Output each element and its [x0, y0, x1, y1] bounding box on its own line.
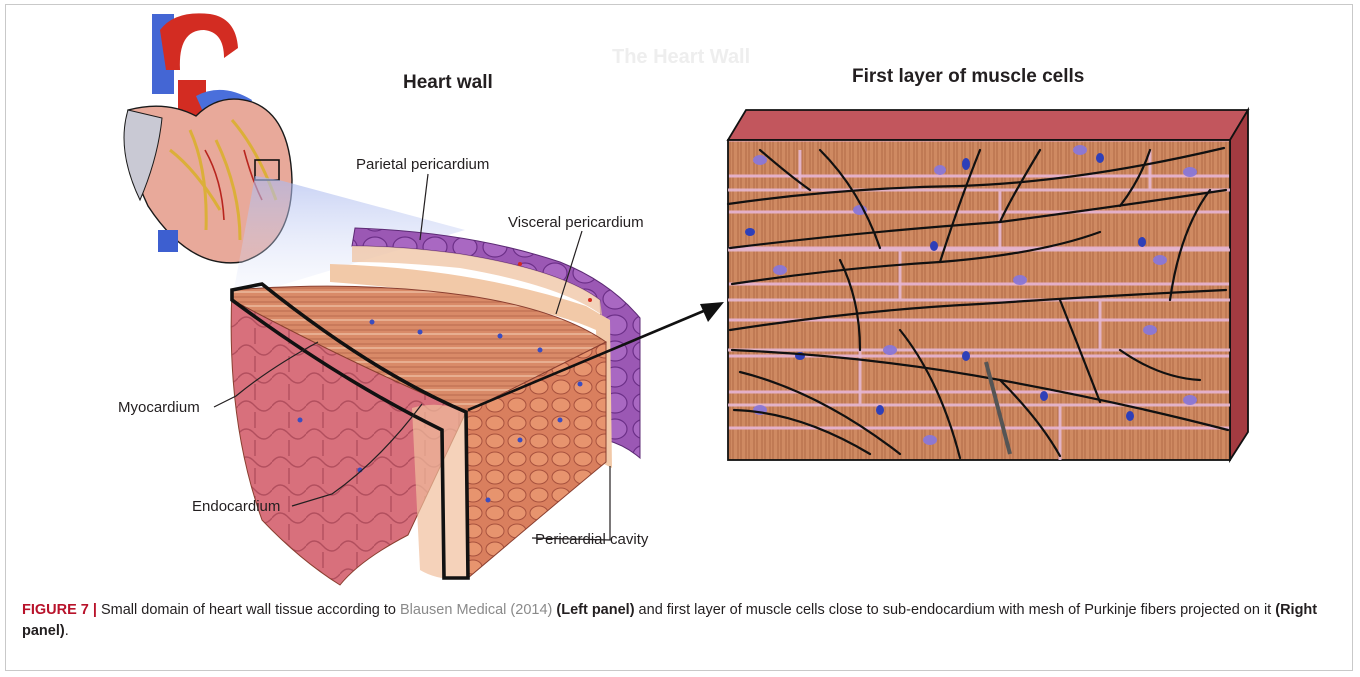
label-visceral-pericardium: Visceral pericardium: [508, 214, 644, 231]
label-endocardium: Endocardium: [192, 498, 280, 515]
caption-left-panel: (Left panel): [556, 602, 634, 618]
label-myocardium: Myocardium: [118, 399, 200, 416]
label-pericardial-cavity: Pericardial cavity: [535, 531, 648, 548]
left-panel-title: Heart wall: [403, 72, 493, 94]
muscle-cell-box: [728, 110, 1248, 460]
aortic-arch: [160, 13, 238, 70]
caption-figure-label: FIGURE 7 |: [22, 602, 97, 618]
right-panel-title: First layer of muscle cells: [852, 66, 1084, 88]
figure-caption: FIGURE 7 | Small domain of heart wall ti…: [22, 600, 1342, 642]
caption-text: and first layer of muscle cells close to…: [635, 602, 1276, 618]
watermark-title: The Heart Wall: [612, 46, 750, 69]
caption-reference-link[interactable]: Blausen Medical (2014): [400, 602, 552, 618]
label-parietal-pericardium: Parietal pericardium: [356, 156, 489, 173]
caption-text: .: [65, 623, 69, 639]
caption-text: Small domain of heart wall tissue accord…: [97, 602, 400, 618]
